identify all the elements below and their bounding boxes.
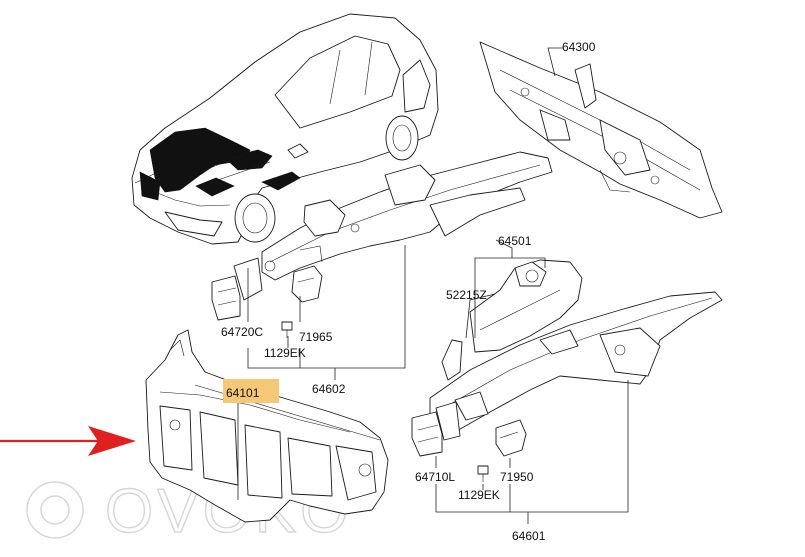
label-64501: 64501 <box>498 234 532 248</box>
pointer-arrow <box>0 426 136 456</box>
part-labels: 64300 64501 52215Z 64720C 71965 1129EK 6… <box>221 40 596 543</box>
label-1129ek-bottom: 1129EK <box>458 488 500 502</box>
leader-lines <box>237 47 629 524</box>
label-64720c: 64720C <box>221 325 263 339</box>
label-64601: 64601 <box>512 529 546 543</box>
label-64710l: 64710L <box>415 470 455 484</box>
label-64101: 64101 <box>226 386 260 400</box>
label-52215z: 52215Z <box>446 288 487 302</box>
label-71965: 71965 <box>299 330 333 344</box>
label-71950: 71950 <box>500 470 534 484</box>
label-64602: 64602 <box>312 382 346 396</box>
radiator-support-64101 <box>145 329 389 523</box>
car-illustration <box>131 13 439 245</box>
label-1129ek-top: 1129EK <box>264 346 306 360</box>
side-member-assembly-64601 <box>411 259 723 482</box>
label-64300: 64300 <box>562 40 596 54</box>
side-member-assembly-64602 <box>211 151 553 338</box>
highlight-box <box>223 379 279 403</box>
dash-panel-64300 <box>479 41 723 219</box>
